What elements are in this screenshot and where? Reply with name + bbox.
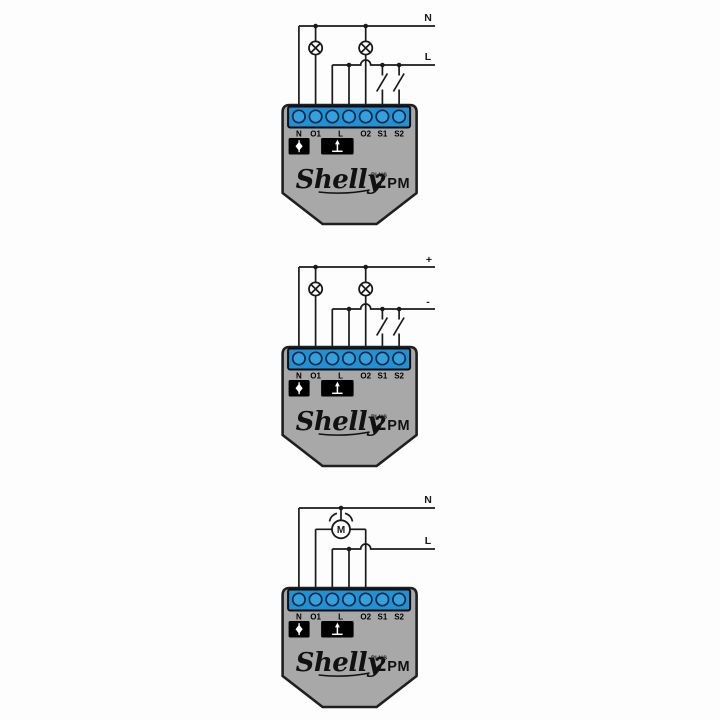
diagram-motor: N L M	[281, 494, 435, 709]
motor-letter: M	[337, 525, 345, 536]
diagram-ac-two-lights: N L	[281, 12, 435, 226]
device-2	[281, 345, 418, 468]
lamp-1	[308, 266, 324, 349]
device-3	[281, 586, 418, 709]
lamp-1	[308, 25, 324, 108]
wires-to-terminals	[298, 267, 350, 349]
switch-1	[375, 305, 389, 351]
live-line-label: L	[425, 51, 432, 63]
switch-1	[375, 61, 389, 107]
switch-2	[392, 305, 405, 351]
plus-line-label: +	[426, 254, 432, 266]
wires-to-terminals	[298, 508, 350, 590]
device-1	[281, 103, 418, 226]
neutral-line-label: N	[424, 12, 432, 24]
motor-icon: M	[314, 508, 367, 590]
diagram-dc-two-lights: + -	[281, 254, 435, 468]
lamp-2	[358, 25, 374, 108]
minus-line-label: -	[426, 296, 430, 308]
live-line-label: L	[425, 535, 432, 547]
wires-to-terminals	[298, 26, 350, 107]
switch-2	[392, 61, 405, 107]
neutral-line-label: N	[424, 494, 432, 506]
